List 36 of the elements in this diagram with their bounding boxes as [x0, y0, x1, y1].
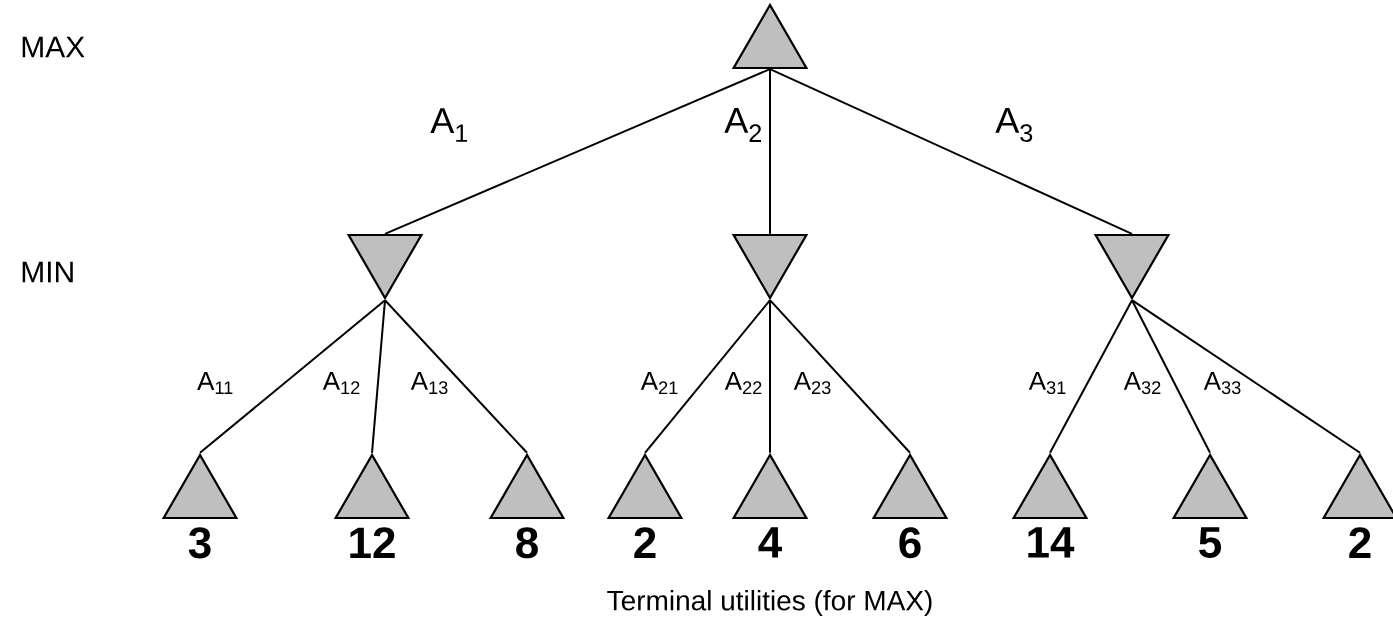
utility-value: 2 [1349, 527, 1371, 558]
utility-value: 2 [634, 527, 656, 558]
tree-edge [384, 299, 528, 454]
caption: Terminal utilities (for MAX) [607, 589, 932, 617]
level-label: MIN [22, 261, 73, 283]
edge-label: A$_{31}$ [1028, 371, 1066, 395]
tree-edge [1049, 299, 1133, 454]
edge-label: A$_{3}$ [995, 108, 1033, 142]
utility-value: 12 [350, 527, 395, 558]
edge-label: A$_{1}$ [430, 108, 468, 142]
edge-label: A$_{11}$ [197, 372, 233, 394]
edge-label: A$_{13}$ [410, 371, 448, 395]
edge-label: A$_{32}$ [1123, 371, 1161, 395]
edge-label: A$_{2}$ [724, 108, 762, 142]
utility-value: 8 [516, 527, 538, 559]
edge-label: A$_{21}$ [640, 372, 678, 394]
utility-value: 4 [758, 527, 782, 558]
tree-edge [1131, 299, 1211, 454]
tree-edge [384, 68, 771, 235]
tree-edge [1131, 299, 1361, 454]
tree-edge [769, 68, 1133, 235]
utility-value: 3 [188, 527, 211, 559]
edge-label: A$_{22}$ [724, 372, 762, 394]
tree-edge [769, 299, 911, 454]
tree-edge [199, 299, 386, 454]
edge-label: A$_{23}$ [793, 371, 831, 395]
tree-edge [769, 68, 771, 235]
tree-edge [644, 299, 771, 454]
tree-edge [769, 299, 771, 454]
edge-label: A$_{33}$ [1203, 371, 1241, 395]
utility-value: 6 [899, 527, 921, 559]
tree-edge [371, 299, 386, 454]
level-label: MAX [22, 36, 85, 58]
utility-value: 14 [1028, 527, 1075, 558]
edge-label: A$_{12}$ [322, 372, 360, 394]
utility-value: 5 [1199, 527, 1221, 558]
